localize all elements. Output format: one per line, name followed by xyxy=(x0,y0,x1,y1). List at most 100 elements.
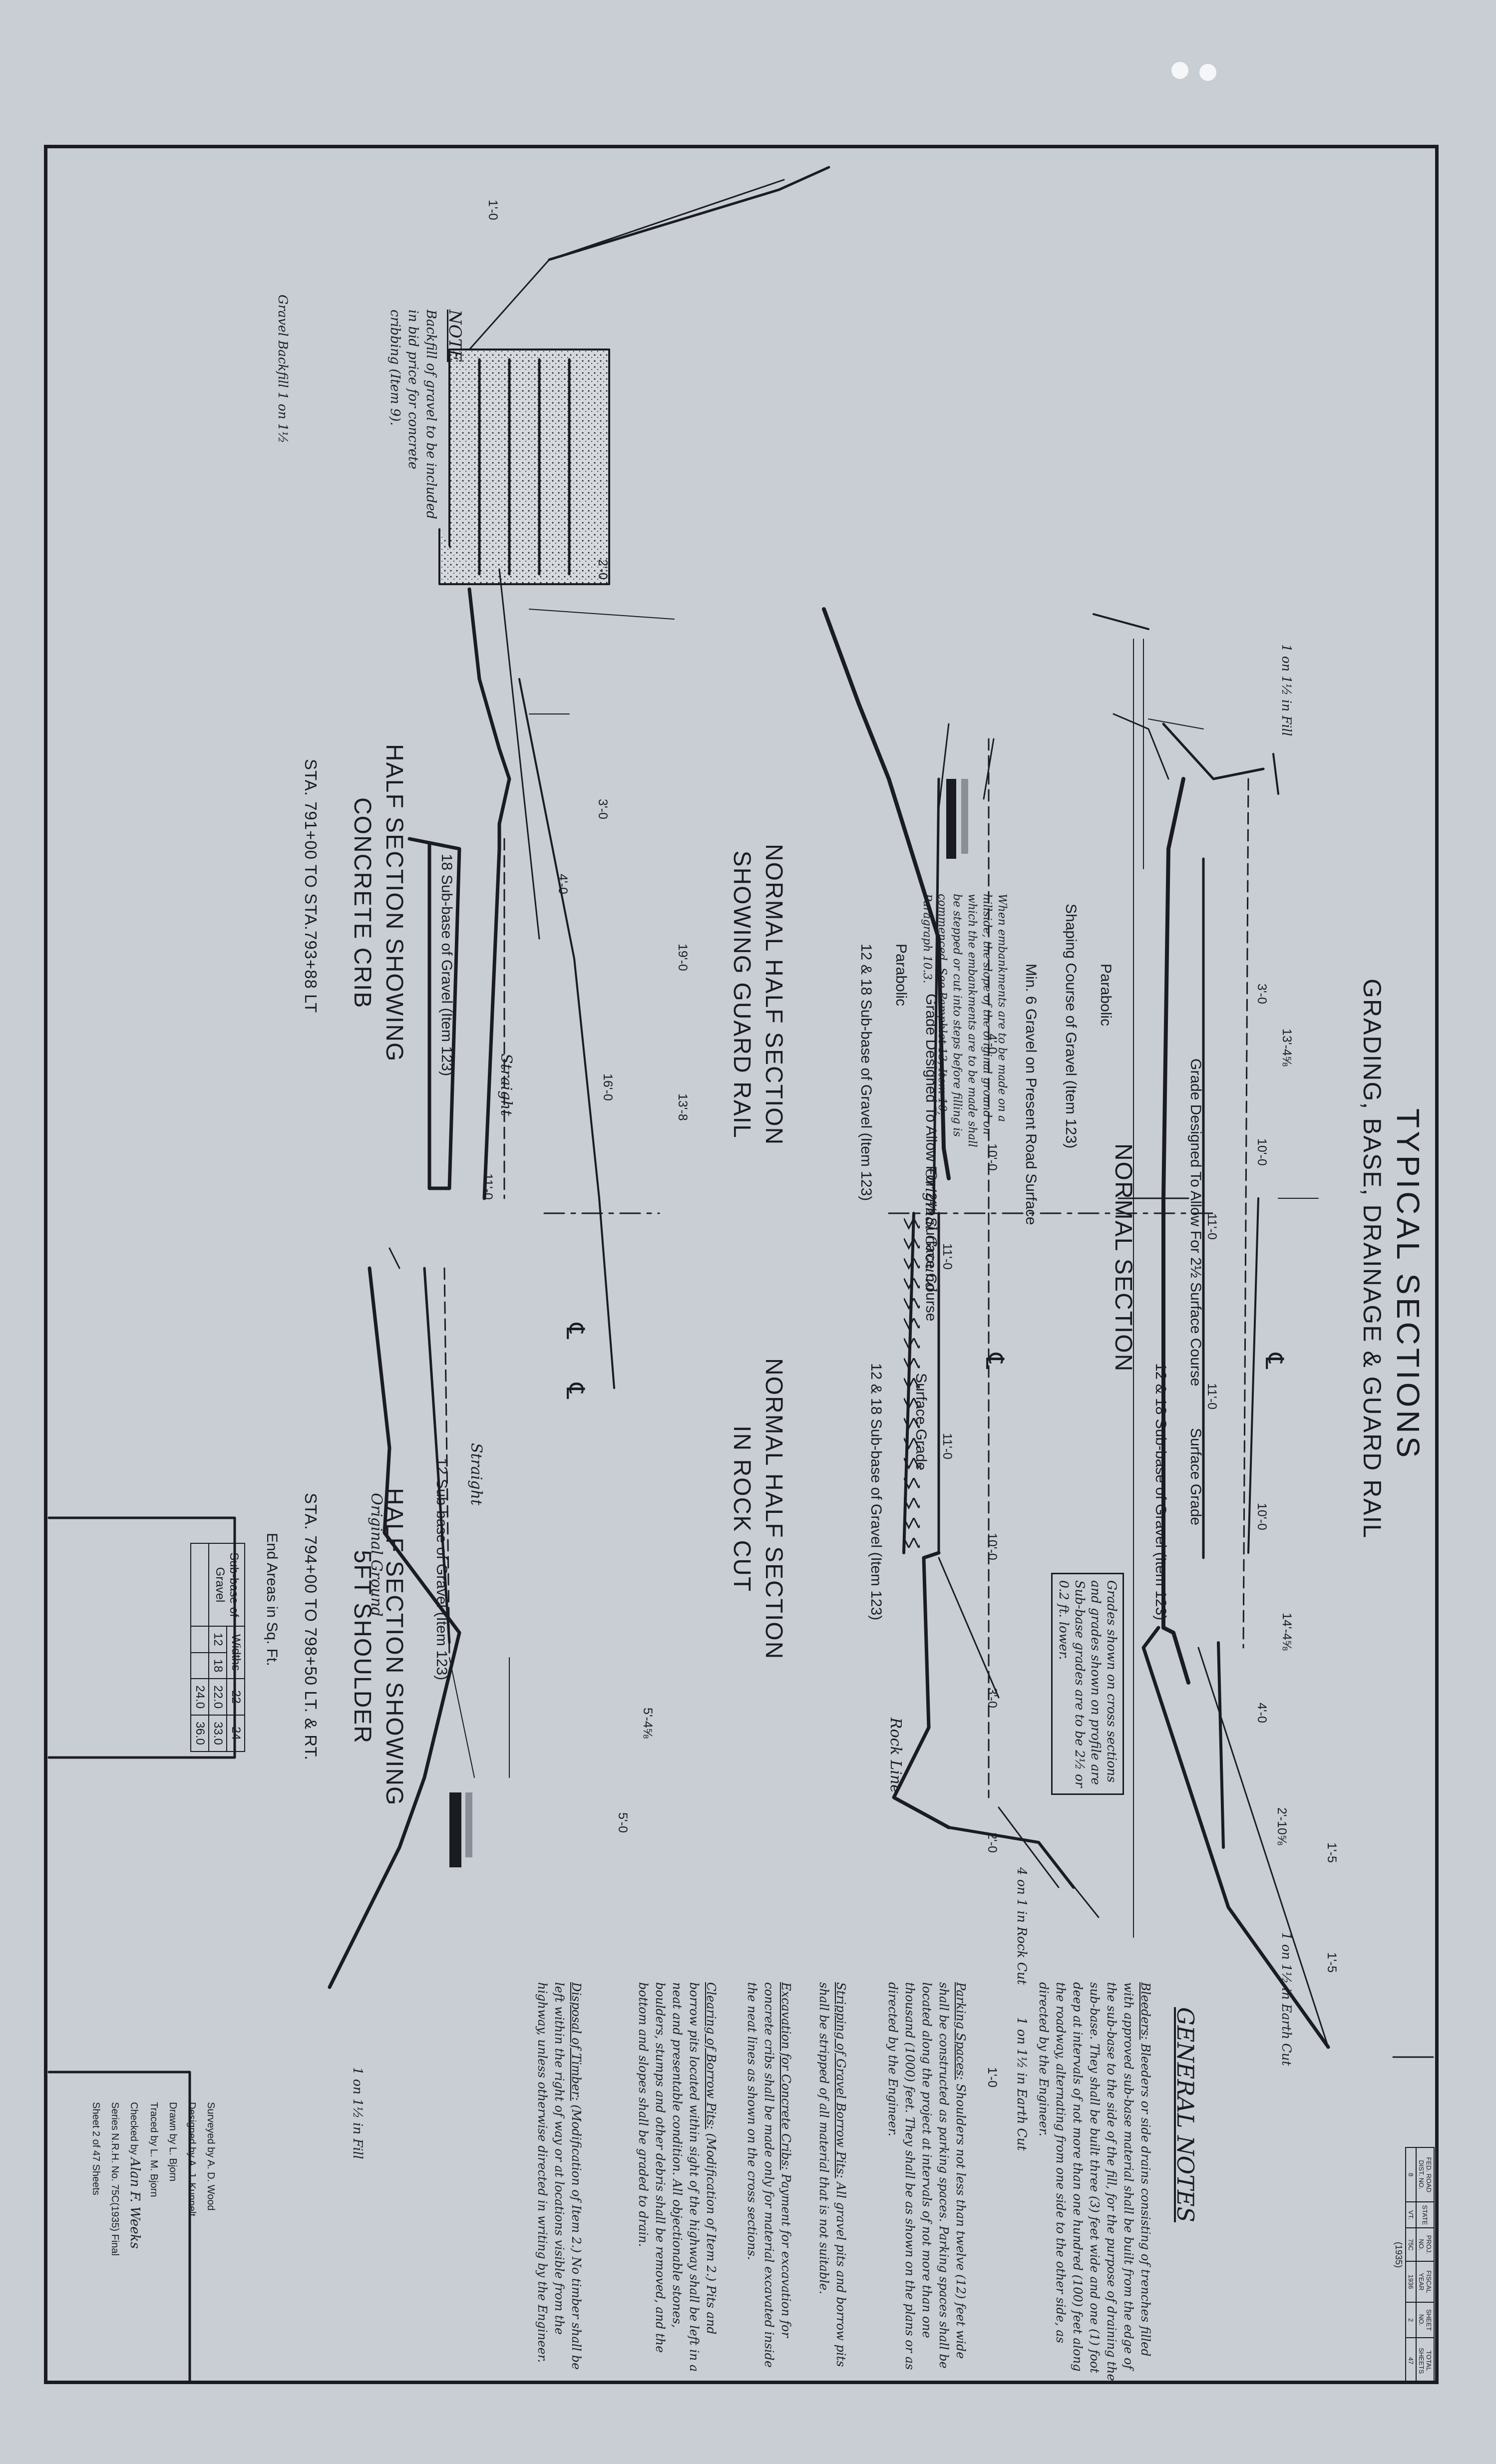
dimension: 11'-0 xyxy=(481,1173,495,1200)
centerline-symbol: ℄ xyxy=(561,1383,589,1401)
sheet-info-header: TOTAL SHEETS xyxy=(1416,2338,1434,2384)
annotation-layer: TYPICAL SECTIONS GRADING, BASE, DRAINAGE… xyxy=(44,145,1439,2384)
label-sub-base-shoulder: 12 Sub-base of Gravel (Item 123) xyxy=(433,1458,450,1681)
rock-cut-section xyxy=(822,607,1100,1918)
end-areas-col: 24 xyxy=(227,1715,245,1752)
label-parabolic-rail: Parabolic xyxy=(893,944,909,1007)
general-note-timber: Disposal of Timber: (Modification of Ite… xyxy=(535,1982,583,2370)
checked-by: Checked by Alan F. Weeks xyxy=(127,2102,142,2249)
embankment-note: When embankments are to be made on a hil… xyxy=(921,894,1008,1147)
end-areas-cell: 18 xyxy=(209,1652,227,1679)
label-slope-earth-cut: 1 on 1½ in Earth Cut xyxy=(1279,1932,1294,2066)
end-areas-table: Sub-base of Gravel Widths 22 24 12 18 22… xyxy=(190,1543,245,1752)
sheet-info-value: 1936 xyxy=(1406,2261,1416,2302)
grades-note: Grades shown on cross sections and grade… xyxy=(1051,1573,1124,1795)
end-areas-cell: 22.0 xyxy=(209,1679,227,1716)
dimension: 10'-0 xyxy=(1255,1138,1269,1166)
shoulder-stations: STA. 794+00 TO 798+50 LT. & RT. xyxy=(302,1493,320,1761)
normal-section-title: NORMAL SECTION xyxy=(1110,1143,1136,1373)
general-note-stripping: Stripping of Gravel Borrow Pits: All gra… xyxy=(817,1982,848,2367)
label-slope-rock-cut: 4 on 1 in Rock Cut xyxy=(1015,1867,1029,1985)
label-shaping-course: Shaping Course of Gravel (Item 123) xyxy=(1063,904,1079,1149)
label-slope-fill: 1 on 1½ in Fill xyxy=(1279,644,1294,736)
general-note-clearing: Clearing of Borrow Pits: (Modification o… xyxy=(636,1982,718,2372)
dimension: 5'-0 xyxy=(616,1812,630,1833)
dimension: 14'-4⅝ xyxy=(1280,1613,1294,1651)
shoulder-section xyxy=(328,1247,510,1989)
dimension: 5'-4⅝ xyxy=(641,1708,655,1739)
centerline-symbol: ℄ xyxy=(1260,1353,1288,1371)
dimension: 2'-10⅝ xyxy=(1275,1807,1289,1845)
label-grade-designed: Grade Designed To Allow For 2½ Surface C… xyxy=(1187,1058,1204,1387)
sheet-info-header: SHEET NO. xyxy=(1416,2302,1434,2338)
general-note-excavation: Excavation for Concrete Cribs: Payment f… xyxy=(745,1982,793,2368)
centerline-symbol: ℄ xyxy=(561,1323,589,1341)
label-surface-grade-rock: Surface Grade xyxy=(913,1373,929,1471)
punch-hole xyxy=(1199,64,1216,81)
dimension: 10'-0 xyxy=(985,1533,999,1560)
label-sub-base-rock: 12 & 18 Sub-base of Gravel (Item 123) xyxy=(868,1363,884,1621)
end-areas-header: Widths xyxy=(227,1626,245,1679)
crib-note-body: Backfill of gravel to be included in bid… xyxy=(387,310,438,519)
punch-hole xyxy=(1171,62,1188,79)
rock-cut-section-title: NORMAL HALF SECTION IN ROCK CUT xyxy=(729,1358,787,1660)
dimension: 1'-5 xyxy=(1325,1952,1339,1973)
sheet-info-header: FISCAL YEAR xyxy=(1416,2261,1434,2302)
dimension: 11'-0 xyxy=(1205,1383,1219,1409)
sheet-info-header: FED. ROAD DIST. NO. xyxy=(1416,2147,1434,2202)
dimension: 3'-0 xyxy=(596,799,610,819)
label-original-ground-rail: Original Ground xyxy=(922,1168,939,1292)
dimension: 1'-0 xyxy=(486,200,500,220)
label-rock-line: Rock Line xyxy=(887,1718,904,1793)
label-parabolic: Parabolic xyxy=(1098,964,1114,1027)
guard-rail-section-title: NORMAL HALF SECTION SHOWING GUARD RAIL xyxy=(729,844,787,1146)
label-straight-shoulder: Straight xyxy=(467,1443,485,1506)
title-block: Surveyed by A. D. Wood Designed by A. J.… xyxy=(86,2102,220,2256)
label-original-ground-shoulder: Original Ground xyxy=(368,1493,385,1617)
general-notes-title: GENERAL NOTES xyxy=(1172,2007,1199,2222)
dimension: 13'-4⅝ xyxy=(1280,1029,1294,1066)
label-gravel-backfill: Gravel Backfill 1 on 1½ xyxy=(276,295,290,443)
dimension: 10'-0 xyxy=(1255,1503,1269,1530)
title-line-1: TYPICAL SECTIONS xyxy=(1390,1108,1426,1461)
label-slope-earth-cut-rock: 1 on 1½ in Earth Cut xyxy=(1015,2017,1029,2151)
label-straight-crib: Straight xyxy=(497,1054,515,1116)
dimension: 3'-0 xyxy=(1255,984,1269,1004)
general-note-bleeders: Bleeders: Bleeders or side drains consis… xyxy=(1037,1982,1152,2381)
sheet-info-value: VT. xyxy=(1406,2202,1416,2228)
sheet-info-table: FED. ROAD DIST. NO. STATE PROJ. NO. FISC… xyxy=(1405,2147,1435,2384)
designed-by: Designed by A. J. Kunnelt xyxy=(186,2102,197,2217)
drawn-by: Drawn by L. Bjorn xyxy=(167,2102,178,2181)
label-sub-base-crib: 18 Sub-base of Gravel (Item 123) xyxy=(438,854,455,1076)
sheet-info-value: 47 xyxy=(1406,2338,1416,2384)
normal-section xyxy=(1093,613,1330,2049)
end-areas-col: 22 xyxy=(227,1679,245,1716)
dimension: 4'-0 xyxy=(985,1034,999,1054)
label-min-gravel: Min. 6 Gravel on Present Road Surface xyxy=(1023,964,1039,1225)
crib-stations: STA. 791+00 TO STA.793+88 LT xyxy=(302,759,320,1014)
dimension: 4'-0 xyxy=(556,874,570,894)
dimension: 4'-0 xyxy=(1255,1703,1269,1723)
end-areas-caption: End Areas in Sq. Ft. xyxy=(264,1533,280,1666)
crib-note-head: NOTE xyxy=(445,310,465,362)
dimension: 3'-0 xyxy=(985,1688,999,1708)
label-slope-fill-shoulder: 1 on 1½ in Fill xyxy=(351,2067,365,2159)
sheet-info-sub: (1935) xyxy=(1394,2242,1404,2268)
dimension: 11'-0 xyxy=(1205,1213,1219,1240)
sheet-info-value: 8 xyxy=(1406,2147,1416,2202)
title-line-2: GRADING, BASE, DRAINAGE & GUARD RAIL xyxy=(1358,979,1386,1539)
dimension: 11'-0 xyxy=(940,1433,954,1459)
crib-section-title: HALF SECTION SHOWING CONCRETE CRIB xyxy=(349,744,407,1062)
centerline-symbol: ℄ xyxy=(981,1353,1009,1371)
sheet-info-header: STATE xyxy=(1416,2202,1434,2228)
concrete-crib-section xyxy=(407,166,830,1389)
dimension: 13'-8 xyxy=(676,1093,690,1121)
label-sub-base-rail: 12 & 18 Sub-base of Gravel (Item 123) xyxy=(858,944,874,1201)
dimension: 19'-0 xyxy=(676,944,690,971)
end-areas-cell: 33.0 xyxy=(209,1715,227,1752)
dimension: 11'-0 xyxy=(940,1243,954,1270)
end-areas-row-label: Sub-base of Gravel xyxy=(209,1543,245,1626)
dimension: 1'-0 xyxy=(985,2067,999,2088)
checker-signature: Alan F. Weeks xyxy=(127,2157,142,2249)
